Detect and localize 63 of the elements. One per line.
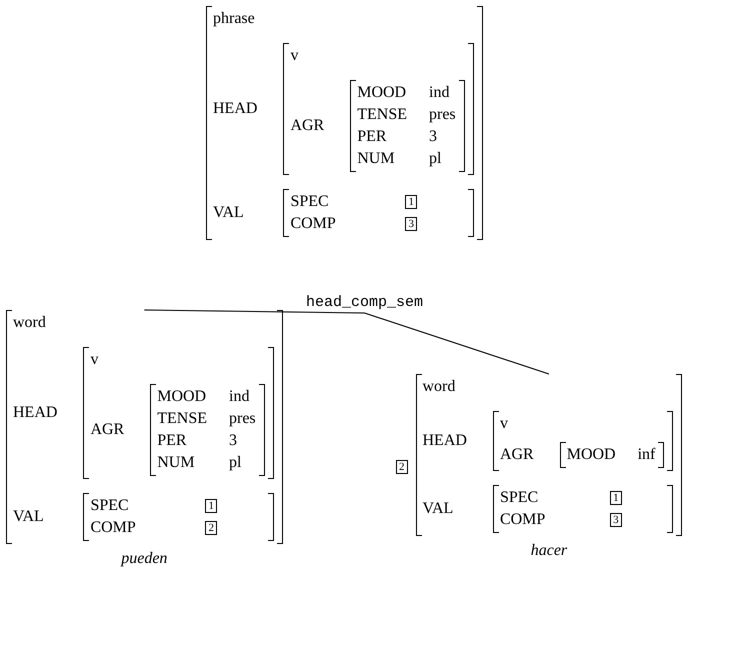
feature-matrix bbox=[560, 442, 664, 468]
feature-matrix bbox=[416, 374, 682, 536]
feature-label: TENSE bbox=[157, 409, 207, 429]
feature-label: MOOD bbox=[357, 83, 406, 103]
type-label: v bbox=[500, 414, 508, 434]
feature-label: COMP bbox=[90, 518, 136, 538]
feature-label: HEAD bbox=[422, 431, 467, 451]
feature-label: AGR bbox=[290, 116, 324, 136]
feature-label: SPEC bbox=[500, 488, 538, 508]
type-label: v bbox=[90, 350, 98, 370]
feature-value: 3 bbox=[429, 127, 437, 147]
type-label: word bbox=[13, 313, 46, 333]
feature-matrix bbox=[83, 347, 274, 479]
feature-matrix bbox=[350, 80, 465, 172]
feature-label: NUM bbox=[157, 453, 195, 473]
feature-label: AGR bbox=[90, 420, 124, 440]
feature-label: COMP bbox=[290, 214, 336, 234]
feature-value: pl bbox=[429, 149, 442, 169]
feature-matrix bbox=[206, 6, 483, 240]
feature-matrix bbox=[283, 43, 474, 175]
feature-label: COMP bbox=[500, 510, 546, 530]
coindex-tag: 1 bbox=[205, 498, 217, 514]
coindex-tag: 3 bbox=[610, 512, 622, 528]
feature-label: MOOD bbox=[157, 387, 206, 407]
feature-value: pres bbox=[429, 105, 456, 125]
feature-matrix bbox=[492, 485, 674, 533]
feature-value: ind bbox=[429, 83, 450, 103]
feature-value: inf bbox=[638, 445, 656, 465]
feature-label: AGR bbox=[500, 445, 534, 465]
feature-matrix bbox=[492, 411, 674, 471]
feature-matrix bbox=[283, 189, 474, 237]
tree-branch bbox=[364, 312, 550, 375]
feature-value: pres bbox=[229, 409, 256, 429]
word-form: hacer bbox=[530, 542, 568, 560]
tree-branch bbox=[144, 309, 365, 314]
feature-label: VAL bbox=[422, 499, 454, 519]
feature-label: SPEC bbox=[290, 192, 329, 212]
coindex-tag: 2 bbox=[396, 460, 408, 474]
type-label: v bbox=[290, 46, 298, 66]
coindex-tag: 3 bbox=[405, 216, 417, 232]
feature-label: NUM bbox=[357, 149, 395, 169]
coindex-tag: 1 bbox=[610, 490, 622, 506]
feature-label: MOOD bbox=[566, 445, 616, 465]
feature-matrix bbox=[83, 493, 274, 541]
coindex-tag: 1 bbox=[405, 194, 417, 210]
feature-label: PER bbox=[157, 431, 187, 451]
feature-label: HEAD bbox=[213, 99, 258, 119]
feature-value: pl bbox=[229, 453, 242, 473]
feature-matrix bbox=[6, 310, 283, 544]
feature-value: ind bbox=[229, 387, 250, 407]
type-label: word bbox=[422, 377, 456, 397]
feature-label: TENSE bbox=[357, 105, 407, 125]
feature-value: 3 bbox=[229, 431, 237, 451]
feature-label: PER bbox=[357, 127, 387, 147]
rule-name: head_comp_sem bbox=[306, 294, 424, 311]
coindex-tag: 2 bbox=[205, 520, 217, 536]
word-form: pueden bbox=[121, 550, 168, 568]
feature-label: VAL bbox=[13, 507, 44, 527]
feature-matrix bbox=[150, 384, 265, 476]
type-label: phrase bbox=[213, 9, 255, 29]
feature-label: SPEC bbox=[90, 496, 129, 516]
feature-label: HEAD bbox=[13, 403, 58, 423]
feature-label: VAL bbox=[213, 203, 244, 223]
